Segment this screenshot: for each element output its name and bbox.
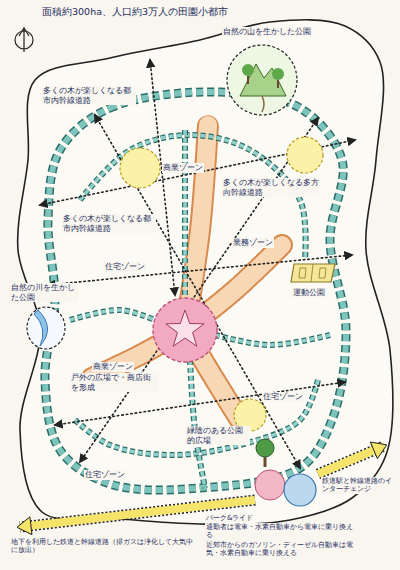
zone-label: 商業ゾーン [92,362,134,372]
tree-park-node: 緑陰のある公園的広場 [252,438,278,468]
mountain-park-node: 自然の山を生かした公園 [226,44,298,116]
park-ride-circle [255,470,285,500]
river-park-node: 自然の川を生かした公園 [26,306,66,350]
river-shape [26,306,66,350]
zone-label: 多くの木が楽しくなる都市内幹線道路 [42,86,136,105]
tree-shape [252,438,278,468]
map-title: 面積約300ha、人口約3万人の田園小都市 [42,6,228,19]
zone-label: 業務ゾーン [232,238,274,248]
zone-label: 住宅ゾーン [262,392,304,402]
note-text: 地下を利用した鉄道と幹線道路（排ガスは浄化して大気中に放出） [10,538,197,555]
zone-label: 商業ゾーン [162,163,204,173]
zone-label: 住宅ゾーン [84,470,126,480]
north-symbol [15,28,33,52]
town-boundary [18,20,393,524]
park-label: 鉄道駅と幹線道路のインターチェンジ [321,477,395,494]
station-shape [283,473,317,507]
central-plaza [153,298,217,362]
field-shape [290,262,336,284]
zone-label: 多くの木が楽しくなる多方向幹線道路 [222,178,320,197]
park-label: 自然の川を生かした公園 [10,283,78,302]
zone-label: 戸外の広場で・商店街を形成 [70,373,158,392]
park-label: 自然の山を生かした公園 [222,27,312,37]
note-text: 通勤者は電車・水素自動車から電車に乗り換える [205,523,357,540]
zone-label: 多くの木が楽しくなる都市内幹線道路 [62,214,156,233]
arterial-lines [40,60,355,468]
park-label: 運動公園 [292,288,326,298]
zone-label: 住宅ゾーン [104,262,146,272]
ring-road [45,92,346,490]
note-text: パーク&ライド [205,514,254,522]
mountain-shape [226,44,298,116]
field-park-node: 運動公園 [290,262,336,284]
park-label: 緑陰のある公園的広場 [186,426,250,445]
note-text: 近郊市からのガソリン・ディーゼル自動車は電気・水素自動車に乗り換える [205,541,357,558]
station-park-node: 鉄道駅と幹線道路のインターチェンジ [283,473,317,507]
